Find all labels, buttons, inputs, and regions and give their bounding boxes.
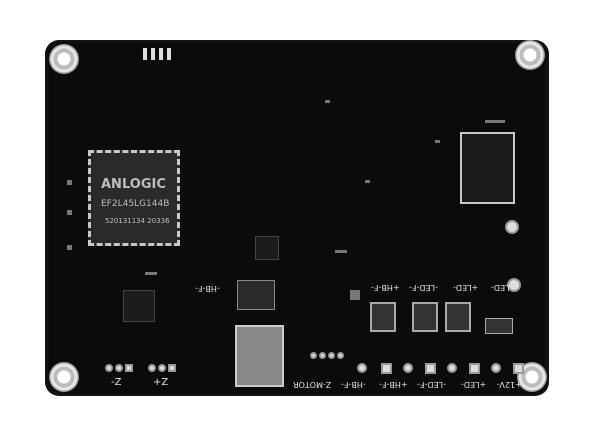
mounting-hole — [49, 362, 79, 392]
silk-label: +HB-F- — [371, 283, 400, 292]
motor-pad — [125, 364, 133, 372]
connector-pad — [447, 363, 457, 373]
regulator-ic — [123, 290, 155, 322]
ldo-ic — [255, 236, 279, 260]
fpga-part: EF2L45LG144B — [101, 199, 170, 209]
silk-z-motor: Z-MOTOR — [293, 380, 332, 389]
smd-component — [365, 180, 370, 183]
silk-plus-z: +Z — [153, 377, 169, 388]
silk-label: +HB-F- — [379, 380, 408, 389]
mounting-hole — [515, 40, 545, 70]
motor-pad — [148, 364, 156, 372]
smd-component — [435, 140, 440, 143]
fpga-lot: 520131134 20336 — [105, 217, 170, 225]
smd-component — [67, 245, 72, 250]
smd-component — [67, 210, 72, 215]
silk-label: +12V- — [497, 380, 522, 389]
header-pin — [310, 352, 317, 359]
diode — [485, 318, 513, 334]
motor-pad — [115, 364, 123, 372]
motor-pad — [158, 364, 166, 372]
fpga-brand: ANLOGIC — [101, 177, 166, 192]
mounting-hole — [49, 44, 79, 74]
connector-pad — [425, 363, 436, 374]
motor-driver — [235, 325, 284, 387]
smd-component — [145, 272, 157, 275]
silk-label: +LED- — [453, 283, 479, 292]
mosfet — [370, 302, 396, 332]
silk-label: -LED- — [491, 283, 513, 292]
silk-label: -LED-F- — [417, 380, 446, 389]
mosfet — [445, 302, 471, 332]
header-pin — [319, 352, 326, 359]
button — [350, 290, 360, 300]
silk-minus-z: -Z — [111, 377, 122, 388]
connector-pad — [491, 363, 501, 373]
smd-component — [335, 250, 347, 253]
fpga-chip: ANLOGIC EF2L45LG144B 520131134 20336 — [88, 150, 180, 246]
smd-component — [67, 180, 72, 185]
header-pins — [143, 48, 173, 60]
mosfet — [412, 302, 438, 332]
power-ic — [237, 280, 275, 310]
pcb-board: ANLOGIC EF2L45LG144B 520131134 20336 -HB… — [45, 40, 549, 396]
connector-pad — [469, 363, 480, 374]
connector-pad — [513, 363, 524, 374]
test-pad — [507, 278, 521, 292]
motor-pad — [105, 364, 113, 372]
header-pin — [328, 352, 335, 359]
silk-label: +LED- — [461, 380, 487, 389]
connector-pad — [357, 363, 367, 373]
memory-chip — [460, 132, 515, 204]
test-pad — [505, 220, 519, 234]
header-pin — [337, 352, 344, 359]
connector-pad — [403, 363, 413, 373]
smd-component — [485, 120, 505, 123]
silk-top-label: -HB-F- — [195, 284, 220, 293]
motor-pad — [168, 364, 176, 372]
silk-label: -LED-F- — [409, 283, 438, 292]
silk-label: -HB-F- — [341, 380, 366, 389]
smd-component — [325, 100, 330, 103]
connector-pad — [381, 363, 392, 374]
